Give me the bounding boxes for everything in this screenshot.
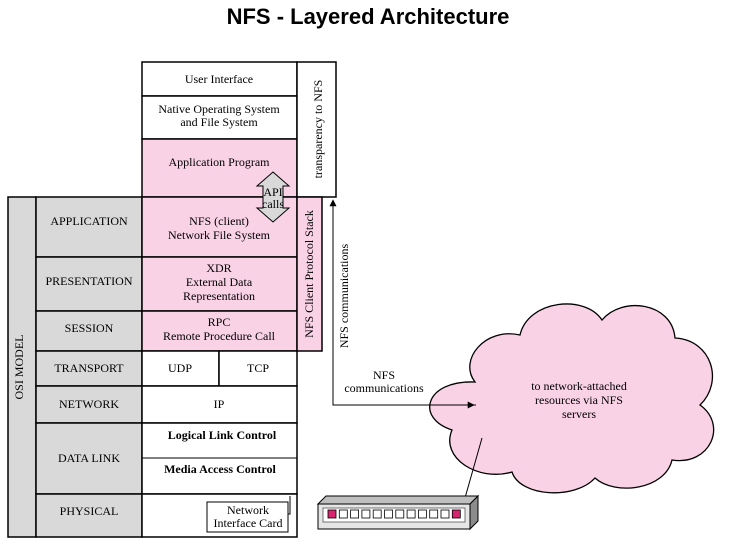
transparency-box [296,61,337,198]
native-os-box [141,95,298,140]
layer-session-cell [35,310,143,352]
llc-label: Logical Link Control [168,428,277,442]
nic-box [206,501,289,533]
comm-horizontal-label-1: NFS [373,368,395,382]
comm-arrow-up [329,199,476,406]
api-calls-arrow [255,171,291,223]
hub-ports [327,509,461,519]
udp-box [141,350,220,387]
native-os-label-2: and File System [180,115,258,129]
hub-port [372,509,382,519]
hub-port [440,509,450,519]
cloud-label-1: to network-attached [531,379,627,393]
hub-port [384,509,393,519]
hub-port-active [327,509,337,519]
osi-model-label: OSI MODEL [12,335,26,400]
layer-application-cell [35,196,143,258]
tcp-label: TCP [247,361,269,375]
comm-horizontal-label-2: communications [344,381,424,395]
layer-presentation-label: PRESENTATION [45,274,132,288]
cloud-label-2: resources via NFS [535,393,623,407]
layer-data-link-label: DATA LINK [58,451,120,465]
application-program-label: Application Program [169,155,271,169]
layer-application-label: APPLICATION [50,214,128,228]
xdr-label-3: Representation [183,289,255,303]
layer-physical-label: PHYSICAL [60,504,119,518]
ip-label: IP [214,397,225,411]
native-os-label-1: Native Operating System [158,102,280,116]
hub-port-active [451,509,461,519]
hub-port [395,509,405,519]
nic-connector [288,496,291,515]
rpc-label-2: Remote Procedure Call [163,329,276,343]
hub-port [429,509,439,519]
layer-transport-label: TRANSPORT [54,361,124,375]
cloud-label-3: servers [562,407,596,421]
xdr-label-2: External Data [186,275,253,289]
hub-port [350,509,360,519]
xdr-box [141,256,298,312]
api-label-1: API [263,185,282,199]
layer-session-label: SESSION [65,321,114,335]
transparency-label: transparency to NFS [311,80,325,179]
user-interface-label: User Interface [185,72,253,86]
rpc-label-1: RPC [208,315,231,329]
mac-label: Media Access Control [164,462,276,476]
client-stack-column [296,196,323,352]
api-label-2: calls [262,197,284,211]
udp-label: UDP [168,361,192,375]
nfs-client-label-1: NFS (client) [189,214,249,228]
ip-box [141,385,298,424]
tcp-box [218,350,298,387]
layer-network-cell [35,385,143,424]
hub-port [361,509,371,519]
page-title: NFS - Layered Architecture [227,4,510,29]
client-stack-label: NFS Client Protocol Stack [302,210,316,338]
layer-physical-cell [35,493,143,538]
hub-port [417,509,427,519]
nic-label-1: Network [227,503,269,517]
nfs-client-label-2: Network File System [168,228,271,242]
layer-network-label: NETWORK [59,397,119,411]
xdr-label-1: XDR [206,261,231,275]
hub-port [338,509,348,519]
user-interface-box [141,61,298,97]
nic-label-2: Interface Card [214,516,283,530]
osi-model-column [7,196,37,538]
network-cloud [429,303,715,494]
hub-port [406,509,416,519]
comm-vertical-label: NFS communications [337,244,351,349]
cloud-hub-link [462,437,483,506]
